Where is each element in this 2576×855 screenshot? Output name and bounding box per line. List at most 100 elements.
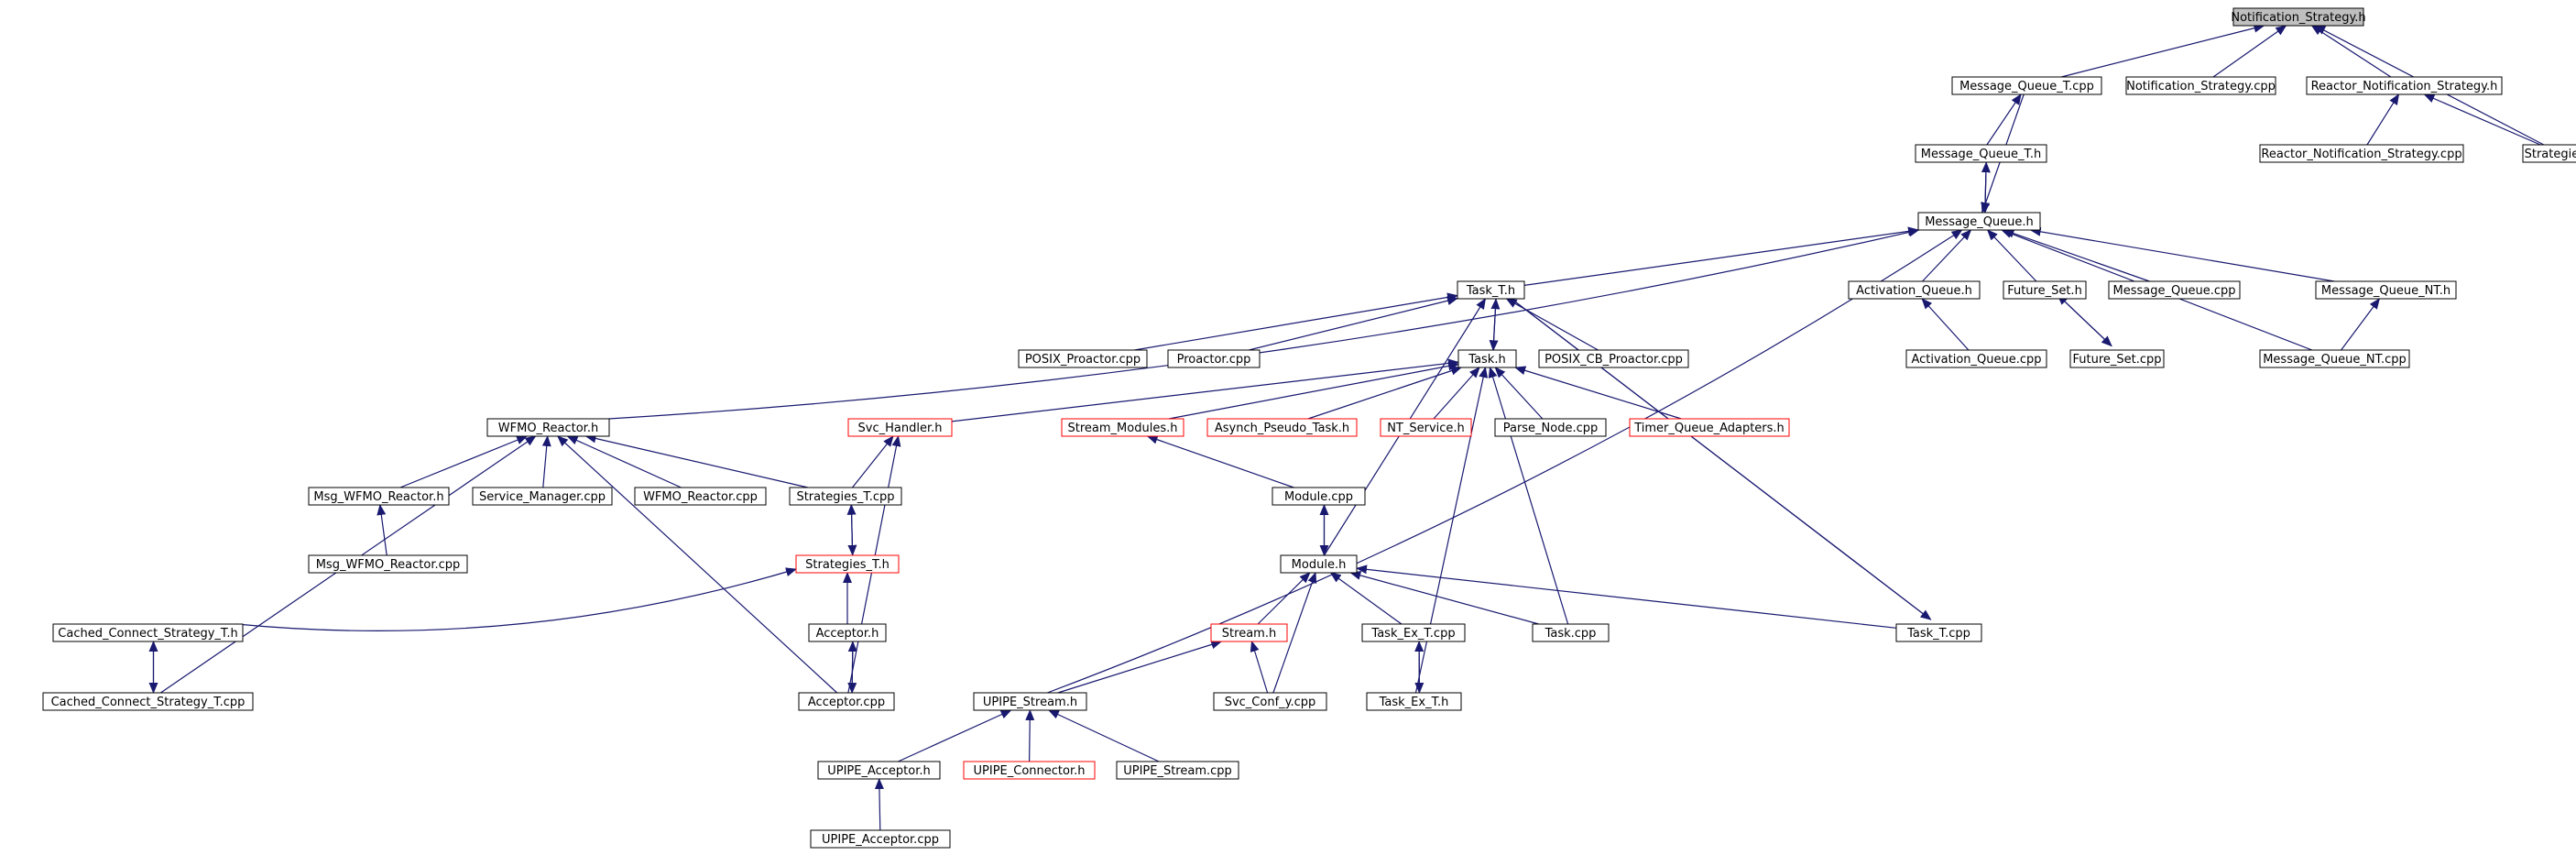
edge-posix_cb_proactor_cpp-to-task_t_h [1505, 298, 1599, 351]
node-label: Future_Set.cpp [2072, 353, 2161, 367]
node-message-queue-t-h[interactable]: Message_Queue_T.h [1915, 144, 2047, 163]
edge-strategies_t_cpp-to-svc_handler_h [852, 435, 894, 488]
node-parse-node-cpp[interactable]: Parse_Node.cpp [1494, 418, 1607, 437]
edge-strategies_h-to-reactor_notification_strategy_h [2423, 93, 2541, 146]
node-strategies-h[interactable]: Strategies.h [2522, 144, 2576, 163]
node-nt-service-h[interactable]: NT_Service.h [1380, 418, 1472, 437]
node-box [817, 761, 941, 780]
edge-activation_queue_cpp-to-activation_queue_h [1921, 298, 1970, 351]
edge-asynch_pseudo_task_h-to-task_h [1307, 366, 1463, 420]
node-future-set-cpp[interactable]: Future_Set.cpp [2069, 349, 2165, 368]
edge-stream_modules_h-to-task_h [1168, 361, 1459, 420]
node-future-set-h[interactable]: Future_Set.h [2003, 280, 2087, 300]
node-upipe-stream-h[interactable]: UPIPE_Stream.h [973, 692, 1087, 711]
node-task-t-cpp[interactable]: Task_T.cpp [1895, 623, 1982, 642]
node-label: Message_Queue_T.h [1921, 148, 2041, 161]
edge-task_cpp-to-task_h [1488, 367, 1569, 625]
node-timer-queue-adapters-h[interactable]: Timer_Queue_Adapters.h [1629, 418, 1790, 437]
node-label: UPIPE_Stream.h [983, 696, 1077, 709]
node-task-ex-t-cpp[interactable]: Task_Ex_T.cpp [1361, 623, 1466, 642]
node-wfmo-reactor-cpp[interactable]: WFMO_Reactor.cpp [634, 487, 767, 506]
node-reactor-notification-strategy-h[interactable]: Reactor_Notification_Strategy.h [2306, 76, 2503, 95]
node-box [1905, 349, 2047, 368]
node-upipe-acceptor-h[interactable]: UPIPE_Acceptor.h [817, 761, 941, 780]
edge-nt_service_h-to-task_h [1433, 367, 1480, 420]
node-task-cpp[interactable]: Task.cpp [1532, 623, 1610, 642]
node-activation-queue-h[interactable]: Activation_Queue.h [1848, 280, 1981, 300]
node-label: Stream_Modules.h [1068, 422, 1178, 435]
node-acceptor-h[interactable]: Acceptor.h [808, 623, 887, 642]
edge-task_t_h-to-task_h [1489, 299, 1499, 352]
node-notification-strategy-h[interactable]: Notification_Strategy.h [2231, 7, 2366, 27]
node-label: Module.cpp [1284, 490, 1353, 504]
node-box [1213, 692, 1327, 711]
node-msg-wfmo-reactor-cpp[interactable]: Msg_WFMO_Reactor.cpp [308, 554, 468, 574]
node-upipe-connector-h[interactable]: UPIPE_Connector.h [963, 761, 1096, 780]
node-task-t-h[interactable]: Task_T.h [1457, 280, 1525, 300]
node-svc-handler-h[interactable]: Svc_Handler.h [847, 418, 953, 437]
node-svc-conf-y-cpp[interactable]: Svc_Conf_y.cpp [1213, 692, 1327, 711]
node-message-queue-nt-h[interactable]: Message_Queue_NT.h [2315, 280, 2457, 300]
node-box [1538, 349, 1689, 368]
node-box [1629, 418, 1790, 437]
edge-svc_handler_h-to-task_h [951, 358, 1459, 422]
edge-reactor_notification_strategy_h-to-notification_strategy_h [2310, 25, 2392, 78]
edge-stream_h-to-module_h [1257, 572, 1311, 625]
node-strategies-t-h[interactable]: Strategies_T.h [795, 554, 900, 574]
node-label: Reactor_Notification_Strategy.h [2311, 80, 2498, 93]
node-message-queue-t-cpp[interactable]: Message_Queue_T.cpp [1951, 76, 2102, 95]
node-strategies-t-cpp[interactable]: Strategies_T.cpp [789, 487, 902, 506]
edge-future_set_h-to-message_queue_h [1986, 229, 2037, 282]
node-task-ex-t-h[interactable]: Task_Ex_T.h [1366, 692, 1462, 711]
node-label: Strategies_T.h [805, 558, 890, 572]
node-msg-wfmo-reactor-h[interactable]: Msg_WFMO_Reactor.h [308, 487, 450, 506]
node-reactor-notification-strategy-cpp[interactable]: Reactor_Notification_Strategy.cpp [2259, 144, 2464, 163]
node-activation-queue-cpp[interactable]: Activation_Queue.cpp [1905, 349, 2047, 368]
node-message-queue-cpp[interactable]: Message_Queue.cpp [2108, 280, 2241, 300]
node-box [789, 487, 902, 506]
node-box [2069, 349, 2165, 368]
dependency-edges [148, 23, 2545, 831]
node-service-manager-cpp[interactable]: Service_Manager.cpp [472, 487, 613, 506]
node-label: Message_Queue.cpp [2113, 284, 2236, 298]
node-stream-h[interactable]: Stream.h [1210, 623, 1288, 642]
node-upipe-acceptor-cpp[interactable]: UPIPE_Acceptor.cpp [810, 829, 951, 849]
node-proactor-cpp[interactable]: Proactor.cpp [1167, 349, 1261, 368]
node-stream-modules-h[interactable]: Stream_Modules.h [1061, 418, 1184, 437]
node-cached-connect-strategy-t-h[interactable]: Cached_Connect_Strategy_T.h [52, 623, 244, 642]
node-posix-proactor-cpp[interactable]: POSIX_Proactor.cpp [1018, 349, 1148, 368]
node-message-queue-h[interactable]: Message_Queue.h [1917, 212, 2041, 231]
node-module-cpp[interactable]: Module.cpp [1272, 487, 1366, 506]
edge-posix_proactor_cpp-to-task_t_h [1134, 292, 1458, 351]
node-box [798, 692, 895, 711]
node-module-h[interactable]: Module.h [1280, 554, 1358, 574]
node-label: Task_Ex_T.h [1379, 696, 1449, 709]
node-acceptor-cpp[interactable]: Acceptor.cpp [798, 692, 895, 711]
node-label: Message_Queue_T.cpp [1959, 80, 2094, 93]
node-label: Message_Queue_NT.cpp [2263, 353, 2407, 367]
edge-timer_queue_adapters_h-to-task_h [1514, 366, 1682, 420]
node-cached-connect-strategy-t-cpp[interactable]: Cached_Connect_Strategy_T.cpp [42, 692, 254, 711]
node-label: Module.h [1292, 558, 1347, 572]
node-upipe-stream-cpp[interactable]: UPIPE_Stream.cpp [1116, 761, 1239, 780]
node-box [1272, 487, 1366, 506]
node-wfmo-reactor-h[interactable]: WFMO_Reactor.h [486, 418, 610, 437]
node-box [847, 418, 953, 437]
node-box [2259, 349, 2410, 368]
node-label: Task.cpp [1545, 627, 1597, 641]
node-asynch-pseudo-task-h[interactable]: Asynch_Pseudo_Task.h [1206, 418, 1358, 437]
node-message-queue-nt-cpp[interactable]: Message_Queue_NT.cpp [2259, 349, 2410, 368]
edge-task_cpp-to-module_h [1349, 571, 1539, 625]
edge-svc_conf_y_cpp-to-stream_h [1250, 641, 1269, 694]
node-box [1167, 349, 1261, 368]
edge-wfmo_reactor_cpp-to-wfmo_reactor_h [566, 435, 682, 488]
node-label: Task_T.cpp [1906, 627, 1970, 641]
edge-strategies_t_cpp-to-strategies_t_h [847, 504, 857, 556]
node-box [2108, 280, 2241, 300]
node-notification-strategy-cpp[interactable]: Notification_Strategy.cpp [2125, 76, 2276, 95]
node-posix-cb-proactor-cpp[interactable]: POSIX_CB_Proactor.cpp [1538, 349, 1689, 368]
node-task-h[interactable]: Task.h [1457, 349, 1517, 368]
node-label: Future_Set.h [2007, 284, 2082, 298]
node-label: Proactor.cpp [1177, 353, 1251, 367]
